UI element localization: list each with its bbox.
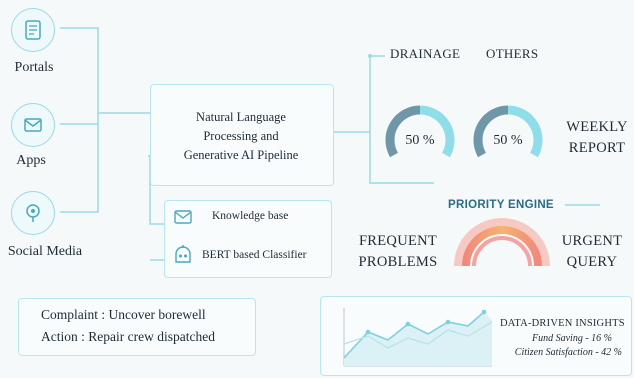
urgent-query-line-2: QUERY xyxy=(566,254,618,270)
portals-circle[interactable] xyxy=(11,8,55,52)
document-icon xyxy=(25,20,41,40)
source-label-apps: Apps xyxy=(16,153,46,168)
gauge-drainage-percent: 50 % xyxy=(405,133,435,148)
frequent-problems-line-1: FREQUENT xyxy=(358,233,438,249)
gauge-remaining-arc xyxy=(507,105,543,158)
source-label-portals: Portals xyxy=(14,60,54,75)
gauge-value-arc xyxy=(385,105,421,158)
knowledge-base-label: Knowledge base xyxy=(212,210,289,222)
knowledge-box xyxy=(164,200,332,278)
nlp-pipeline-box xyxy=(150,84,334,186)
category-drainage: DRAINAGE xyxy=(390,46,461,61)
frequent-problems-line-2: PROBLEMS xyxy=(358,254,438,270)
mail-icon xyxy=(174,210,192,224)
action-line: Action : Repair crew dispatched xyxy=(41,329,215,344)
complaint-line: Complaint : Uncover borewell xyxy=(41,307,206,322)
pipeline-line-3: Generative AI Pipeline xyxy=(183,148,299,162)
insight-fund-saving: Fund Saving - 16 % xyxy=(532,333,612,344)
priority-engine-label: PRIORITY ENGINE xyxy=(444,199,558,211)
source-label-social-media: Social Media xyxy=(7,244,83,259)
insight-citizen-satisfaction: Citizen Satisfaction - 42 % xyxy=(514,347,622,358)
robot-icon xyxy=(175,245,191,263)
weekly-report-line-1: WEEKLY xyxy=(566,119,628,135)
category-others: OTHERS xyxy=(486,46,539,61)
pipeline-line-2: Processing and xyxy=(203,129,279,143)
weekly-report-line-2: REPORT xyxy=(568,140,626,156)
pipeline-line-1: Natural Language xyxy=(196,110,286,124)
urgent-gauge xyxy=(454,218,550,267)
complaint-box xyxy=(18,298,256,356)
bert-classifier-label: BERT based Classifier xyxy=(202,249,307,261)
gauge-others xyxy=(473,105,543,158)
urgent-query-line-1: URGENT xyxy=(561,233,623,249)
gauge-value-arc xyxy=(473,105,509,158)
gauge-drainage xyxy=(385,105,455,158)
social-media-icon xyxy=(26,204,40,222)
apps-circle[interactable] xyxy=(11,103,55,147)
social-media-circle[interactable] xyxy=(11,191,55,235)
envelope-icon xyxy=(24,118,42,132)
insights-line-chart xyxy=(343,308,493,367)
insights-title: DATA-DRIVEN INSIGHTS xyxy=(500,318,625,329)
gauge-remaining-arc xyxy=(419,105,455,158)
gauge-others-percent: 50 % xyxy=(493,133,523,148)
